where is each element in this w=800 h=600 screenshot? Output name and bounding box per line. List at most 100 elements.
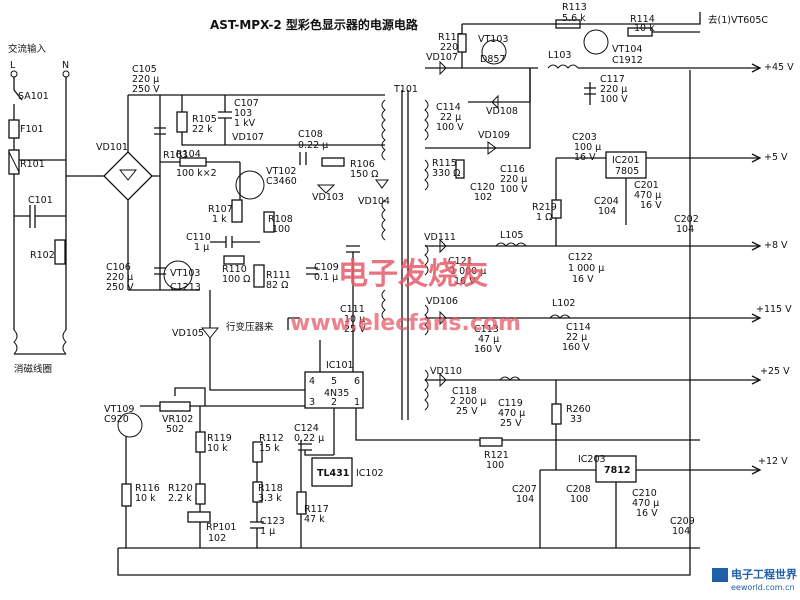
- r112-name: R112: [259, 433, 284, 444]
- diagram-title: AST-MPX-2 型彩色显示器的电源电路: [210, 17, 419, 32]
- c101-label: C101: [28, 195, 53, 206]
- r105-name: R105: [192, 114, 217, 125]
- c121-volt: 16 V: [454, 276, 476, 287]
- c207-name: C207: [512, 484, 537, 495]
- c118-val: 2 200 μ: [450, 396, 486, 407]
- vd107r-label: VD107: [426, 52, 458, 63]
- c114a-volt: 100 V: [436, 122, 464, 133]
- transistor-vt102: [235, 170, 265, 200]
- r260-name: R260: [566, 404, 591, 415]
- resistor-r107: [231, 199, 243, 223]
- r101-label: R101: [20, 159, 45, 170]
- ic101-optocoupler: [304, 371, 364, 409]
- watermark-url: www.elecfans.com: [290, 311, 521, 336]
- ic102-part: TL431: [317, 468, 349, 479]
- vr102-name: VR102: [162, 414, 193, 425]
- c208-name: C208: [566, 484, 591, 495]
- eeworld-logo-icon: [712, 568, 728, 582]
- r114-name: R114: [630, 14, 655, 25]
- c120-name: C120: [470, 182, 495, 193]
- r116-name: R116: [135, 483, 160, 494]
- c119-volt: 25 V: [500, 418, 522, 429]
- c203-name: C203: [572, 132, 597, 143]
- resistor-r111: [253, 264, 265, 288]
- vd108-label: VD108: [486, 106, 518, 117]
- output-8v-label: +8 V: [764, 240, 788, 251]
- c204-name: C204: [594, 196, 619, 207]
- r118-name: R118: [258, 483, 283, 494]
- output-115v-label: +115 V: [756, 304, 792, 315]
- c209-val: 104: [672, 526, 690, 537]
- c121-name: C121: [448, 256, 473, 267]
- ac-input-label: 交流输入: [8, 43, 47, 55]
- resistor-r112b: [457, 33, 467, 53]
- r112b-name: R112: [438, 32, 463, 43]
- diode-vd107r: [439, 60, 447, 76]
- c204-val: 104: [598, 206, 616, 217]
- resistor-r105: [176, 111, 188, 133]
- r105-val: 22 k: [192, 124, 213, 135]
- l103-label: L103: [548, 50, 571, 61]
- c124-name: C124: [294, 423, 319, 434]
- vt103l-val: C1213: [170, 282, 201, 293]
- vt103r-name: VT103: [478, 34, 508, 45]
- c210-val: 470 μ: [632, 498, 659, 509]
- r118-val: 3.3 k: [258, 493, 282, 504]
- vt103r-val: D857: [480, 54, 505, 65]
- degauss-coil-label: 消磁线圈: [14, 363, 52, 375]
- c122-name: C122: [568, 252, 593, 263]
- r107-name: R107: [208, 204, 233, 215]
- c113-val: 47 μ: [478, 334, 499, 345]
- r102-label: R102: [30, 250, 55, 261]
- c107-name: C107: [234, 98, 259, 109]
- terminal-l: [10, 70, 18, 78]
- c203-val: 100 μ: [574, 142, 601, 153]
- c202-name: C202: [674, 214, 699, 225]
- resistor-r116: [121, 483, 132, 507]
- c113-name: C113: [474, 324, 499, 335]
- c202-val: 104: [676, 224, 694, 235]
- c105-volt: 250 V: [132, 84, 160, 95]
- c201-volt: 16 V: [640, 200, 662, 211]
- r111-name: R111: [266, 270, 291, 281]
- c119-name: C119: [498, 398, 523, 409]
- r115-val: 330 Ω: [432, 168, 460, 179]
- to-vt605c-label: 去(1)VT605C: [708, 14, 768, 26]
- ic203-regulator: [595, 455, 637, 483]
- r121-name: R121: [484, 450, 509, 461]
- r107-val: 1 k: [212, 214, 227, 225]
- r104-val: 100 k×2: [176, 168, 217, 179]
- c110-val: 1 μ: [194, 242, 209, 253]
- r106-name: R106: [350, 159, 375, 170]
- c201-name: C201: [634, 180, 659, 191]
- r119-val: 10 k: [207, 443, 228, 454]
- c201-val: 470 μ: [634, 190, 661, 201]
- r103-label: R103: [163, 150, 188, 161]
- vd103-label: VD103: [312, 192, 344, 203]
- c111-val: 10 μ: [344, 314, 365, 325]
- vt104-val: C1912: [612, 55, 643, 66]
- resistor-r260: [551, 403, 562, 425]
- footer-url: eeworld.com.cn: [731, 583, 795, 592]
- vd105-label: VD105: [172, 328, 204, 339]
- c119-val: 470 μ: [498, 408, 525, 419]
- output-5v-label: +5 V: [764, 152, 788, 163]
- watermark-cn: 电子发烧友: [338, 257, 488, 292]
- r117-name: R117: [304, 504, 329, 515]
- vd110-label: VD110: [430, 366, 462, 377]
- c116-volt: 100 V: [500, 184, 528, 195]
- c116-val: 220 μ: [500, 174, 527, 185]
- pot-rp101: [187, 511, 211, 523]
- r112-val: 15 k: [259, 443, 280, 454]
- r114-val: 10 k: [634, 23, 655, 34]
- c207-val: 104: [516, 494, 534, 505]
- output-terminals: +45 V +5 V +8 V +115 V +25 V +12 V: [751, 62, 794, 475]
- ic102-name: IC102: [356, 468, 384, 479]
- resistor-r106: [321, 157, 345, 167]
- c114b-val: 22 μ: [566, 332, 587, 343]
- thermistor-r102: [54, 239, 66, 265]
- c106-name: C106: [106, 262, 131, 273]
- r119-name: R119: [207, 433, 232, 444]
- pin-5: 5: [331, 376, 337, 387]
